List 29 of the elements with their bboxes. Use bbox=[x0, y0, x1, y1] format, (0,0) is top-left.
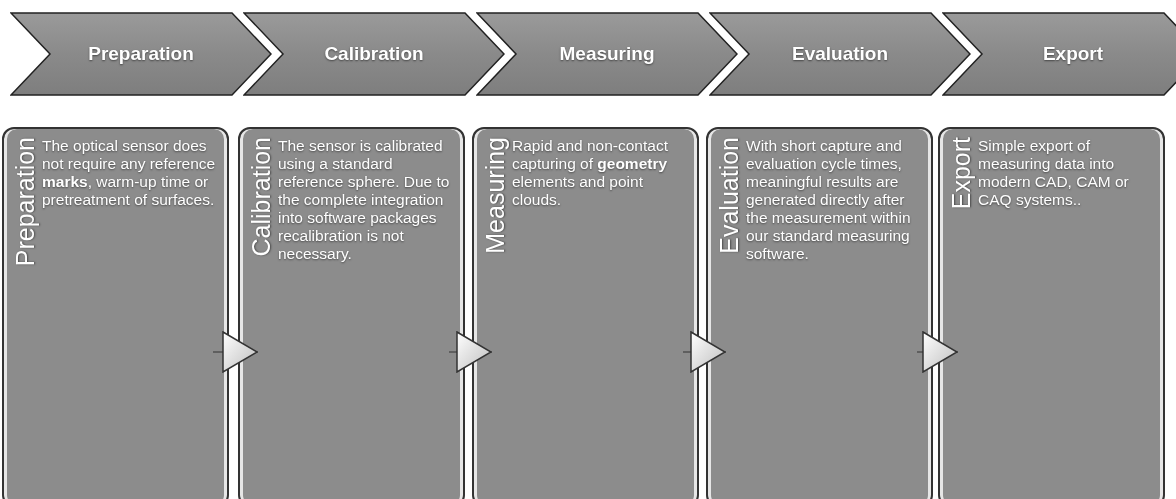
chevron-step bbox=[243, 12, 505, 96]
description-text: The optical sensor does not require any reference marks, warm-up time or pretreatment of surfaces. bbox=[42, 137, 217, 210]
step-title: Evaluation bbox=[791, 41, 889, 66]
step-panel bbox=[238, 127, 465, 499]
vertical-title: Export bbox=[948, 137, 974, 210]
description-text: Simple export of measuring data into modern CAD, CAM or CAQ systems.. bbox=[978, 137, 1130, 210]
step-panel bbox=[2, 127, 229, 499]
vertical-title: Evaluation bbox=[716, 137, 742, 254]
step-title: Calibration bbox=[324, 41, 424, 66]
vertical-title: Preparation bbox=[12, 137, 38, 267]
description-text: The sensor is calibrated using a standard reference sphere. Due to the complete integration into software packages recalibration is not necessary. bbox=[278, 137, 451, 264]
chevron-step bbox=[10, 12, 272, 96]
description-text: With short capture and evaluation cycle times, meaningful results are generated directly after the measurement within our standard measuring software. bbox=[746, 137, 912, 264]
step-panel bbox=[938, 127, 1165, 499]
arrow bbox=[916, 331, 959, 373]
arrow bbox=[212, 331, 259, 373]
chevron-step bbox=[709, 12, 971, 96]
vertical-title: Calibration bbox=[248, 137, 274, 257]
arrow bbox=[448, 331, 493, 373]
vertical-title: Measuring bbox=[482, 137, 508, 254]
chevron-step bbox=[476, 12, 738, 96]
step-panel bbox=[706, 127, 933, 499]
step-title: Export bbox=[1042, 41, 1104, 66]
step-panel bbox=[472, 127, 699, 499]
chevron-step bbox=[942, 12, 1176, 96]
step-title: Preparation bbox=[88, 41, 194, 66]
step-title: Measuring bbox=[559, 41, 655, 66]
description-text: Rapid and non-contact capturing of geometry elements and point clouds. bbox=[512, 137, 669, 210]
arrow bbox=[682, 331, 727, 373]
